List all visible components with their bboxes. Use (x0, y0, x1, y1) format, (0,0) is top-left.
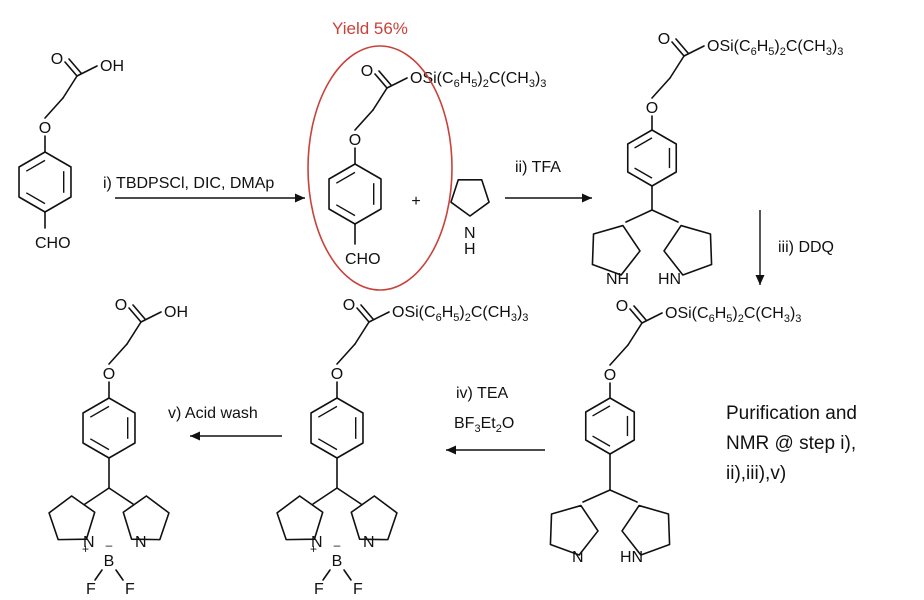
c5-carbonyl-o: O (343, 297, 355, 314)
step-iv: iv) TEA BF3Et2O (446, 385, 545, 455)
c5-minus: – (334, 538, 341, 552)
compound-4-dipyrromethene: O O OSi(C6H5)2C(CH3)3N HN (549, 298, 801, 566)
c4-osi-label: OSi(C6H5)2C(CH3)3 (665, 305, 801, 325)
c3-hn-right: HN (658, 271, 681, 288)
step-iv-label-2: BF3Et2O (454, 415, 514, 435)
c6-b: B (104, 553, 115, 570)
step-iii-label: iii) DDQ (778, 239, 834, 256)
highlight-ellipse (307, 45, 453, 291)
pyrrole-n-label: N (464, 225, 476, 242)
c5-n-right: N (363, 534, 375, 551)
c3-osi-label: OSi(C6H5)2C(CH3)3 (707, 38, 843, 58)
yield-label: Yield 56% (332, 19, 408, 38)
c6-carbonyl-o: O (115, 297, 127, 314)
step-iv-label-1: iv) TEA (456, 385, 508, 402)
c5-plus: + (310, 542, 317, 556)
c4-n-left: N (572, 549, 584, 566)
c6-n-right: N (135, 534, 147, 551)
c3-carbonyl-o: O (658, 31, 670, 48)
c1-cho-label: CHO (35, 235, 71, 252)
step-i-label: i) TBDPSCl, DIC, DMAp (103, 175, 274, 192)
c6-oh-label: OH (164, 304, 188, 321)
c3-ether-o: O (646, 100, 658, 117)
plus-sign: + (411, 193, 420, 210)
compound-3-dipyrromethane: O O OSi(C6H5)2C(CH3)3NH HN (591, 31, 843, 288)
c1-ether-o: O (39, 120, 51, 137)
c4-hn-right: HN (620, 549, 643, 566)
c6-plus: + (82, 542, 89, 556)
step-ii: ii) TFA (505, 159, 592, 203)
c6-minus: – (106, 538, 113, 552)
step-v-label: v) Acid wash (168, 405, 258, 422)
c1-carbonyl-o: O (51, 51, 63, 68)
c4-ether-o: O (604, 367, 616, 384)
c2-osi-label: OSi(C6H5)2C(CH3)3 (410, 70, 546, 90)
note-line-1: NMR @ step i), (726, 433, 856, 454)
c2-carbonyl-o: O (361, 63, 373, 80)
step-ii-label: ii) TFA (515, 159, 561, 176)
c5-n-left: N (311, 534, 323, 551)
c3-nh-left: NH (606, 271, 629, 288)
c5-osi-label: OSi(C6H5)2C(CH3)3 (392, 304, 528, 324)
c1-oh-label: OH (100, 58, 124, 75)
c5-ether-o: O (331, 366, 343, 383)
note-line-2: ii),iii),v) (726, 463, 786, 484)
step-v: v) Acid wash (168, 405, 282, 441)
c6-f-left: F (86, 581, 96, 598)
c5-b: B (332, 553, 343, 570)
c6-ether-o: O (103, 366, 115, 383)
step-iii: iii) DDQ (755, 210, 834, 285)
pyrrole-h-label: H (464, 241, 476, 258)
c2-cho-label: CHO (345, 251, 381, 268)
c5-f-left: F (314, 581, 324, 598)
c2-ether-o: O (349, 132, 361, 149)
c6-n-left: N (83, 534, 95, 551)
c5-f-right: F (353, 581, 363, 598)
c4-carbonyl-o: O (616, 298, 628, 315)
c6-f-right: F (125, 581, 135, 598)
note-line-0: Purification and (726, 403, 857, 424)
compound-1-acid-aldehyde: O O OH CHO (18, 51, 124, 252)
step-i: i) TBDPSCl, DIC, DMAp (103, 175, 305, 203)
